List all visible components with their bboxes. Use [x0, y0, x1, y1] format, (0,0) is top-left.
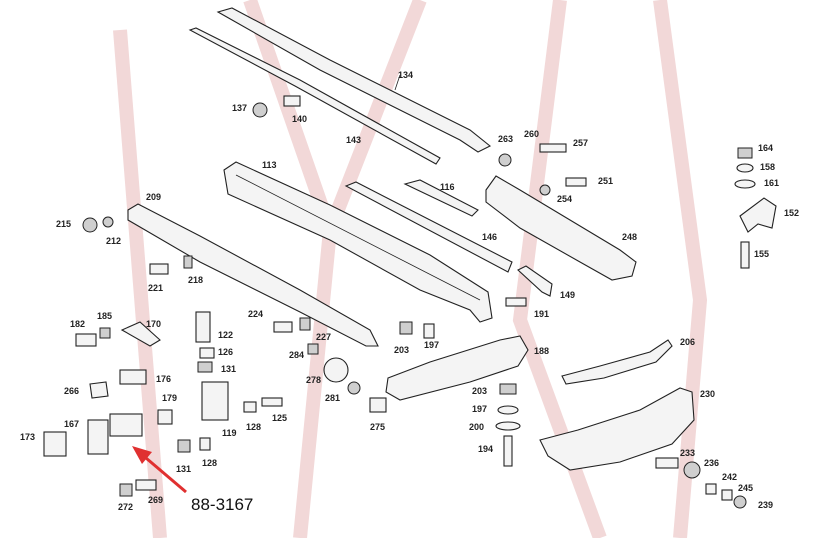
part-label-126: 126 [218, 347, 233, 357]
part-label-140: 140 [292, 114, 307, 124]
part-188-cover [385, 335, 529, 401]
part-label-215: 215 [56, 219, 71, 229]
part-label-164: 164 [758, 143, 773, 153]
part-label-194: 194 [478, 444, 493, 454]
part-label-119: 119 [222, 428, 237, 438]
part-116-strip [403, 179, 479, 217]
part-label-233: 233 [680, 448, 695, 458]
part-label-221: 221 [148, 283, 163, 293]
part-label-161: 161 [764, 178, 779, 188]
part-label-212: 212 [106, 236, 121, 246]
part-113-carrier [223, 161, 493, 323]
part-label-284: 284 [289, 350, 304, 360]
callout-part-number: 88-3167 [191, 495, 253, 514]
part-label-278: 278 [306, 375, 321, 385]
part-label-272: 272 [118, 502, 133, 512]
part-143-rail [188, 27, 441, 165]
part-label-158: 158 [760, 162, 775, 172]
part-label-185: 185 [97, 311, 112, 321]
part-230-bumper [539, 387, 695, 471]
part-label-239: 239 [758, 500, 773, 510]
part-label-179: 179 [162, 393, 177, 403]
part-label-197: 197 [472, 404, 487, 414]
part-248-side-bumper [485, 175, 637, 281]
part-146-strip [344, 181, 513, 273]
part-number-labels: 134 137 140 143 113 116 146 263 260 257 251 254 248 1… [20, 70, 799, 512]
part-label-281: 281 [325, 393, 340, 403]
part-label-116: 116 [440, 182, 455, 192]
part-label-266: 266 [64, 386, 79, 396]
part-label-218: 218 [188, 275, 203, 285]
hardware-parts [43, 95, 756, 509]
part-label-125: 125 [272, 413, 287, 423]
part-label-176: 176 [156, 374, 171, 384]
part-label-242: 242 [722, 472, 737, 482]
part-label-203: 203 [472, 386, 487, 396]
part-label-203: 203 [394, 345, 409, 355]
part-label-248: 248 [622, 232, 637, 242]
part-label-122: 122 [218, 330, 233, 340]
part-label-254: 254 [557, 194, 572, 204]
part-label-257: 257 [573, 138, 588, 148]
part-label-173: 173 [20, 432, 35, 442]
part-label-230: 230 [700, 389, 715, 399]
part-label-263: 263 [498, 134, 513, 144]
part-label-149: 149 [560, 290, 575, 300]
part-label-131: 131 [176, 464, 191, 474]
part-label-206: 206 [680, 337, 695, 347]
part-label-155: 155 [754, 249, 769, 259]
part-label-275: 275 [370, 422, 385, 432]
part-label-200: 200 [469, 422, 484, 432]
part-label-224: 224 [248, 309, 263, 319]
part-label-152: 152 [784, 208, 799, 218]
callout-arrow [132, 446, 187, 494]
part-label-134: 134 [398, 70, 413, 80]
part-206-strip [561, 339, 673, 385]
part-149-bracket [517, 265, 553, 297]
part-label-260: 260 [524, 129, 539, 139]
part-label-131: 131 [221, 364, 236, 374]
part-label-146: 146 [482, 232, 497, 242]
part-label-128: 128 [202, 458, 217, 468]
part-label-170: 170 [146, 319, 161, 329]
part-label-209: 209 [146, 192, 161, 202]
part-209-carrier [127, 203, 379, 347]
part-label-227: 227 [316, 332, 331, 342]
part-label-143: 143 [346, 135, 361, 145]
part-152-bracket [739, 197, 777, 233]
part-134-trim-strip [216, 7, 492, 153]
part-label-245: 245 [738, 483, 753, 493]
part-label-191: 191 [534, 309, 549, 319]
part-label-182: 182 [70, 319, 85, 329]
part-label-113: 113 [262, 160, 277, 170]
part-label-128: 128 [246, 422, 261, 432]
part-label-236: 236 [704, 458, 719, 468]
part-label-167: 167 [64, 419, 79, 429]
part-label-251: 251 [598, 176, 613, 186]
part-label-188: 188 [534, 346, 549, 356]
part-label-197: 197 [424, 340, 439, 350]
part-label-269: 269 [148, 495, 163, 505]
part-label-137: 137 [232, 103, 247, 113]
